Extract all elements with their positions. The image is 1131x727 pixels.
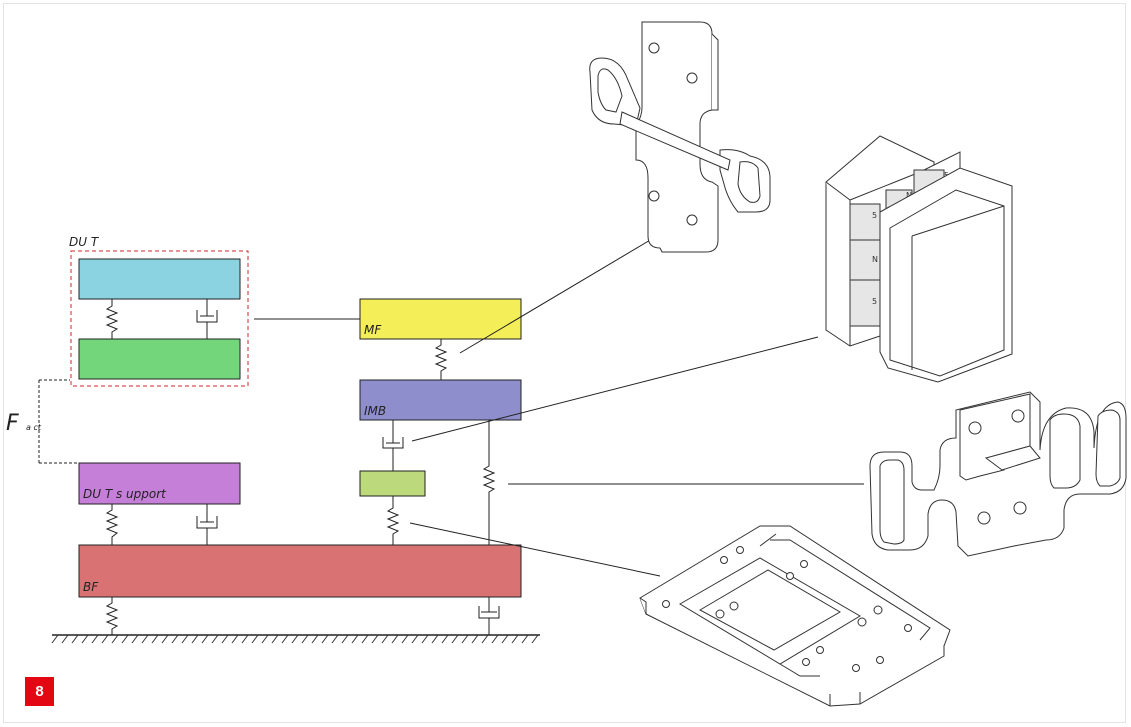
flexure-cross-part bbox=[589, 21, 771, 253]
force-bracket bbox=[38, 379, 78, 464]
dut-support-label: DU T s upport bbox=[83, 487, 167, 501]
dut-boundary bbox=[70, 250, 249, 387]
base-plate-part bbox=[639, 525, 951, 707]
dut-label: DU T bbox=[69, 235, 100, 249]
magnet-block-part: 5 N 5 N 5 bbox=[825, 135, 1013, 383]
dut-bottom-mass bbox=[78, 338, 241, 380]
imb-mass bbox=[359, 379, 522, 421]
bf-ground-spring bbox=[105, 597, 119, 635]
force-label: F bbox=[6, 411, 19, 436]
ground bbox=[51, 634, 540, 644]
small-mass bbox=[359, 470, 426, 497]
dut-inner-spring bbox=[105, 299, 119, 339]
dut-support-mass bbox=[78, 462, 241, 505]
svg-text:N: N bbox=[872, 255, 878, 264]
mf-label: MF bbox=[364, 323, 382, 337]
bf-mass bbox=[78, 544, 522, 598]
svg-text:5: 5 bbox=[872, 211, 877, 220]
bf-label: BF bbox=[83, 580, 99, 594]
dut-inner-damper bbox=[196, 299, 218, 339]
imb-damper bbox=[382, 420, 404, 471]
figure-number-badge: 8 bbox=[25, 677, 54, 706]
figure-frame bbox=[3, 3, 1126, 723]
dut-support-spring bbox=[105, 504, 119, 545]
imb-bf-spring bbox=[482, 420, 496, 545]
bf-ground-damper bbox=[478, 597, 500, 635]
dut-top-mass bbox=[78, 258, 241, 300]
svg-text:5: 5 bbox=[872, 297, 877, 306]
leader-lines bbox=[409, 235, 864, 577]
mf-mass bbox=[359, 298, 522, 340]
dut-support-damper bbox=[196, 504, 218, 545]
small-mass-spring bbox=[386, 496, 400, 545]
serpentine-flexure-part bbox=[869, 391, 1127, 557]
force-subscript: a ct bbox=[26, 423, 42, 432]
mf-imb-spring bbox=[434, 339, 448, 380]
imb-label: IMB bbox=[364, 404, 386, 418]
